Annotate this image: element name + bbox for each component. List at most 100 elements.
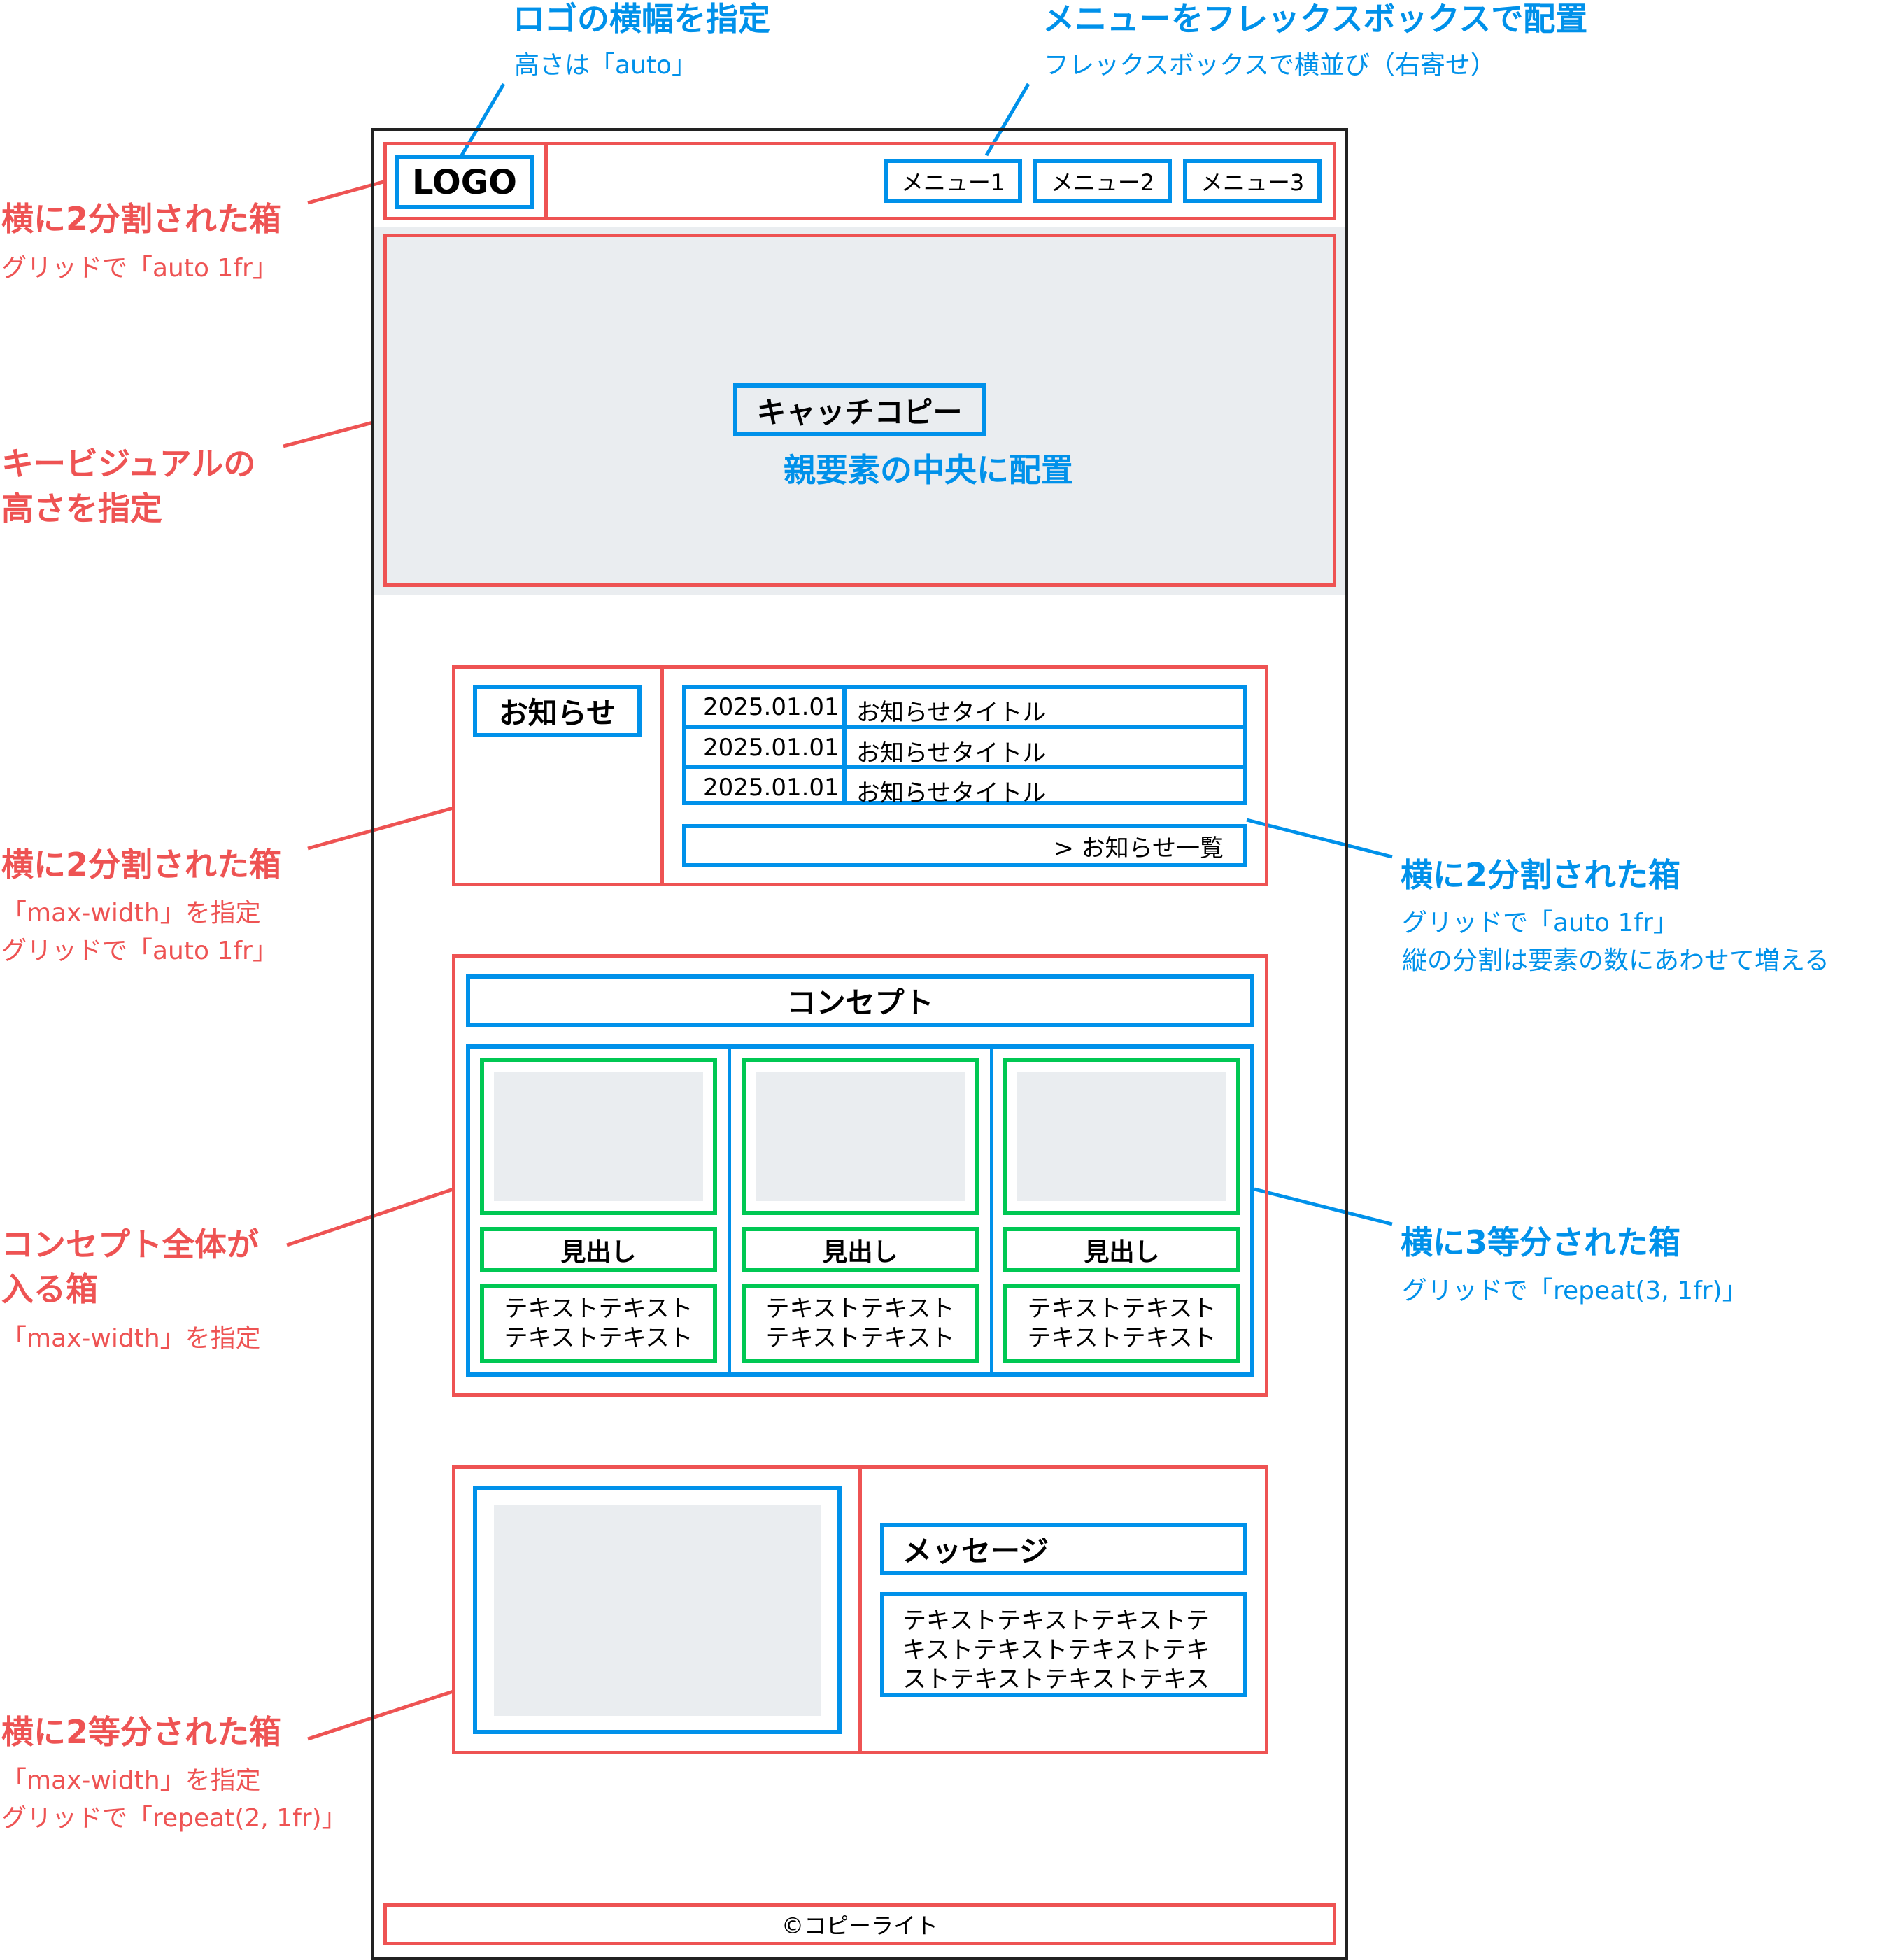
annotation-header-split-sub: グリッドで「auto 1fr」 (1, 254, 278, 283)
key-visual-bg (374, 227, 1345, 595)
annotation-news-inner-sub2: 縦の分割は要素の数にあわせて増える (1402, 946, 1829, 975)
leader-news-outer (307, 806, 454, 851)
message-text-line: キストテキストテキストテキ (902, 1636, 1210, 1664)
card-text-line: テキストテキスト (1027, 1295, 1217, 1323)
menu-item-2[interactable]: メニュー2 (1033, 159, 1172, 203)
concept-card-heading-3: 見出し (1003, 1227, 1240, 1272)
leader-news-inner (1246, 818, 1393, 859)
news-divider (660, 665, 664, 886)
card-heading-text: 見出し (822, 1237, 898, 1267)
concept-heading: コンセプト (466, 974, 1254, 1027)
message-divider (858, 1465, 862, 1754)
annotation-header-split-title: 横に2分割された箱 (1, 200, 282, 238)
news-title: お知らせタイトル (856, 699, 1047, 727)
message-text: テキストテキストテキストテ キストテキストテキストテキ ストテキストテキストテキ… (880, 1592, 1247, 1697)
logo[interactable]: LOGO (395, 155, 534, 209)
leader-concept-grid (1254, 1187, 1393, 1226)
annotation-news-outer-sub1: 「max-width」を指定 (1, 899, 261, 928)
key-visual-box (383, 234, 1336, 587)
card-text-line: テキストテキスト (765, 1295, 955, 1323)
annotation-logo-sub: 高さは「auto」 (514, 51, 697, 80)
annotation-message-outer-title: 横に2等分された箱 (1, 1713, 282, 1751)
card-text-line: テキストテキスト (504, 1324, 693, 1352)
annotation-concept-grid-title: 横に3等分された箱 (1401, 1223, 1681, 1261)
card-heading-text: 見出し (1084, 1237, 1160, 1267)
menu-item-label: メニュー3 (1200, 169, 1305, 196)
annotation-concept-grid-sub: グリッドで「repeat(3, 1fr)」 (1402, 1277, 1748, 1305)
annotation-key-visual-line1: キービジュアルの (1, 445, 256, 483)
annotation-news-outer-title: 横に2分割された箱 (1, 846, 282, 883)
news-heading-text: お知らせ (498, 696, 616, 730)
message-text-line: テキストテキストテキストテ (902, 1607, 1210, 1635)
concept-card-text-3: テキストテキスト テキストテキスト (1003, 1284, 1240, 1363)
concept-card-image-2 (742, 1058, 979, 1215)
catch-copy-text: キャッチコピー (756, 395, 963, 429)
annotation-message-outer-sub2: グリッドで「repeat(2, 1fr)」 (1, 1804, 347, 1833)
leader-message-outer (307, 1689, 454, 1741)
concept-card-image-3 (1003, 1058, 1240, 1215)
annotation-menu-title: メニューをフレックスボックスで配置 (1042, 0, 1588, 38)
news-more-link-text: > お知らせ一覧 (1054, 834, 1224, 862)
copyright-text: ©コピーライト (781, 1912, 938, 1939)
leader-concept-outer (286, 1187, 454, 1247)
annotation-news-outer-sub2: グリッドで「auto 1fr」 (1, 937, 278, 965)
news-heading: お知らせ (473, 685, 642, 737)
news-title: お知らせタイトル (856, 779, 1047, 807)
menu-item-1[interactable]: メニュー1 (884, 159, 1022, 203)
concept-heading-text: コンセプト (786, 986, 934, 1020)
image-placeholder (1017, 1072, 1226, 1201)
concept-grid-divider (728, 1044, 731, 1377)
annotation-concept-outer-sub: 「max-width」を指定 (1, 1324, 261, 1353)
news-row-2[interactable]: 2025.01.01 お知らせタイトル (682, 727, 1247, 767)
news-date: 2025.01.01 (682, 767, 847, 805)
footer: ©コピーライト (383, 1903, 1336, 1945)
menu-item-3[interactable]: メニュー3 (1183, 159, 1322, 203)
annotation-news-inner-sub1: グリッドで「auto 1fr」 (1402, 909, 1678, 937)
news-date: 2025.01.01 (682, 685, 847, 727)
catch-copy: キャッチコピー (733, 383, 986, 436)
concept-grid-divider (990, 1044, 993, 1377)
annotation-logo-title: ロゴの横幅を指定 (513, 0, 770, 38)
news-box (452, 665, 1268, 886)
annotation-message-outer-sub1: 「max-width」を指定 (1, 1766, 261, 1795)
menu-item-label: メニュー2 (1050, 169, 1155, 196)
news-row-divider (682, 765, 1247, 769)
card-text-line: テキストテキスト (504, 1295, 693, 1323)
annotation-key-visual-line2: 高さを指定 (1, 490, 162, 527)
message-text-line: ストテキストテキストテキス (902, 1666, 1210, 1693)
news-more-link[interactable]: > お知らせ一覧 (682, 824, 1247, 867)
news-date: 2025.01.01 (682, 727, 847, 767)
leader-key-visual (283, 418, 384, 448)
news-row-1[interactable]: 2025.01.01 お知らせタイトル (682, 685, 1247, 727)
concept-card-text-1: テキストテキスト テキストテキスト (480, 1284, 717, 1363)
concept-card-heading-1: 見出し (480, 1227, 717, 1272)
card-heading-text: 見出し (560, 1237, 637, 1267)
message-heading-text: メッセージ (902, 1534, 1049, 1568)
concept-card-heading-2: 見出し (742, 1227, 979, 1272)
concept-card-image-1 (480, 1058, 717, 1215)
image-placeholder (756, 1072, 965, 1201)
message-heading: メッセージ (880, 1523, 1247, 1575)
annotation-menu-sub: フレックスボックスで横並び（右寄せ） (1044, 51, 1496, 80)
concept-grid (466, 1044, 1254, 1377)
annotation-concept-outer-line1: コンセプト全体が (1, 1226, 259, 1263)
key-visual-note: 親要素の中央に配置 (784, 451, 1073, 489)
annotation-news-inner-title: 横に2分割された箱 (1401, 856, 1681, 894)
news-row-3[interactable]: 2025.01.01 お知らせタイトル (682, 767, 1247, 807)
news-list (682, 685, 1247, 805)
card-text-line: テキストテキスト (765, 1324, 955, 1352)
news-row-divider (682, 725, 1247, 729)
menu-item-label: メニュー1 (900, 169, 1005, 196)
page-frame (371, 128, 1348, 1960)
concept-box (452, 954, 1268, 1397)
header-divider (544, 142, 548, 220)
message-image (473, 1486, 842, 1734)
image-placeholder (494, 1505, 821, 1716)
card-text-line: テキストテキスト (1027, 1324, 1217, 1352)
annotation-concept-outer-line2: 入る箱 (1, 1270, 98, 1308)
header-box (383, 142, 1336, 220)
logo-text: LOGO (412, 162, 517, 202)
image-placeholder (494, 1072, 703, 1201)
concept-card-text-2: テキストテキスト テキストテキスト (742, 1284, 979, 1363)
